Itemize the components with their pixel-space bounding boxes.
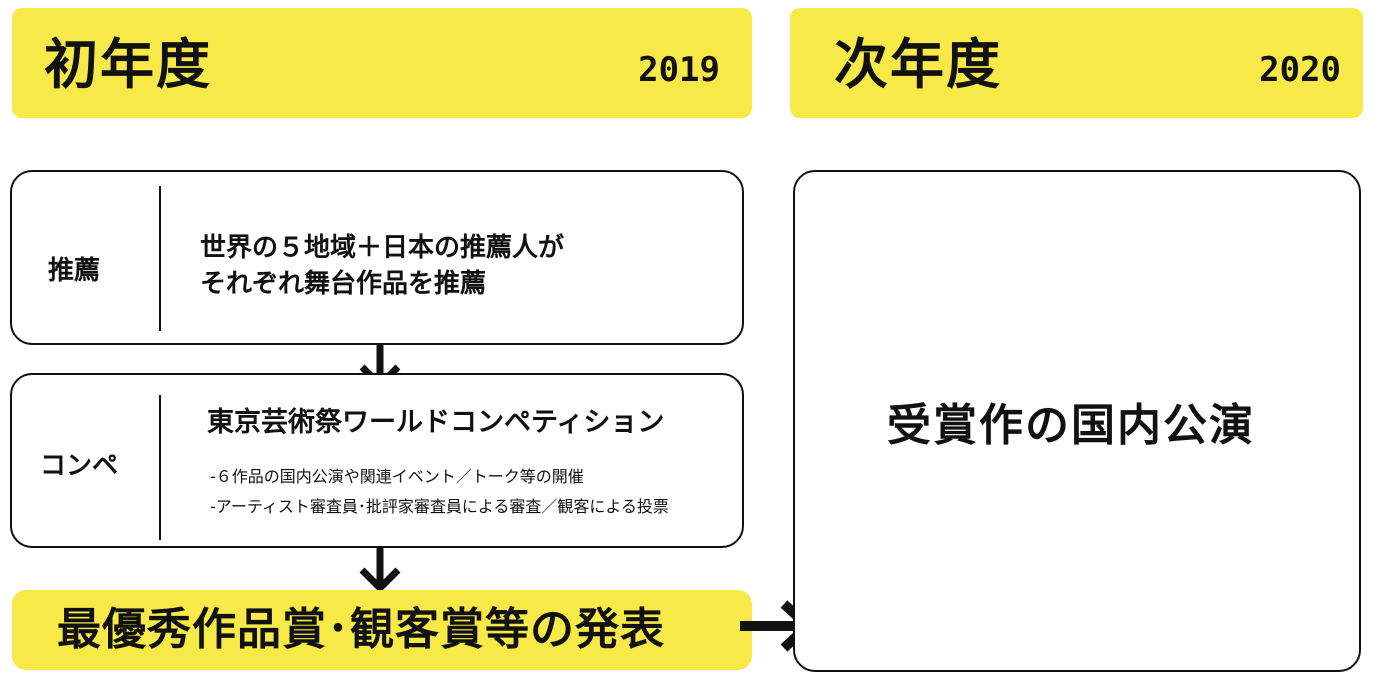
announcement-banner: 最優秀作品賞･観客賞等の発表 [12, 590, 752, 670]
competition-bullet-2: -アーティスト審査員･批評家審査員による審査／観客による投票 [210, 497, 669, 516]
first-year-title: 初年度 [44, 33, 212, 96]
competition-stage-divider [159, 395, 161, 540]
next-year-stage-box: 受賞作の国内公演 [793, 170, 1361, 672]
first-year-year: 2019 [638, 50, 720, 90]
competition-title: 東京芸術祭ワールドコンペティション [207, 407, 665, 438]
next-year-header: 次年度 2020 [790, 8, 1363, 118]
competition-stage-label: コンペ [40, 451, 119, 481]
announcement-text: 最優秀作品賞･観客賞等の発表 [57, 604, 665, 655]
recommend-line-2: それぞれ舞台作品を推薦 [200, 269, 487, 299]
recommend-stage-divider [159, 186, 161, 331]
recommend-description: 世界の５地域＋日本の推薦人が それぞれ舞台作品を推薦 [200, 230, 564, 302]
down-arrow-icon [359, 548, 401, 593]
competition-stage-box: コンペ 東京芸術祭ワールドコンペティション -６作品の国内公演や関連イベント／ト… [10, 373, 744, 548]
next-year-stage-text: 受賞作の国内公演 [887, 400, 1255, 451]
recommend-stage-box: 推薦 世界の５地域＋日本の推薦人が それぞれ舞台作品を推薦 [10, 170, 744, 345]
next-year-title: 次年度 [834, 33, 1002, 96]
recommend-stage-label: 推薦 [48, 256, 101, 286]
next-year-year: 2020 [1259, 50, 1341, 90]
recommend-line-1: 世界の５地域＋日本の推薦人が [200, 233, 565, 263]
competition-bullet-1: -６作品の国内公演や関連イベント／トーク等の開催 [210, 467, 584, 486]
first-year-header: 初年度 2019 [12, 8, 752, 118]
